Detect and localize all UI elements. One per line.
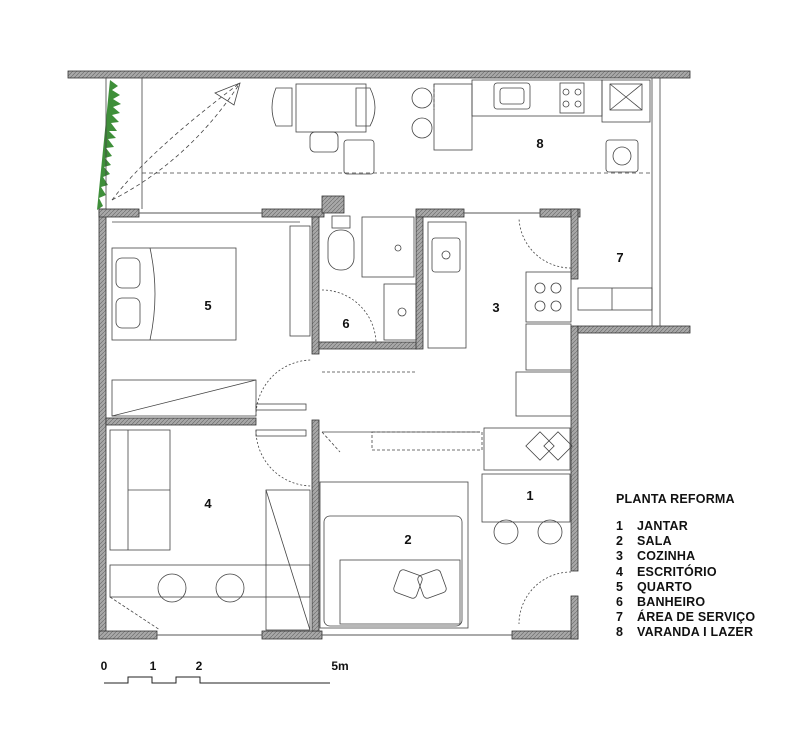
- room-label-6: 6: [342, 316, 349, 331]
- room-label-5: 5: [204, 298, 211, 313]
- legend-item-label: COZINHA: [637, 549, 696, 564]
- legend-item: 5 QUARTO: [616, 580, 755, 595]
- legend-item-number: 8: [616, 625, 624, 640]
- legend-item-label: VARANDA I LAZER: [637, 625, 754, 640]
- legend-item-number: 3: [616, 549, 624, 564]
- legend-item: 8 VARANDA I LAZER: [616, 625, 755, 640]
- windows: [139, 212, 540, 636]
- scale-tick-1: 1: [150, 659, 157, 673]
- legend-item-label: SALA: [637, 534, 672, 549]
- legend-item-label: BANHEIRO: [637, 594, 706, 609]
- scale-tick-0: 0: [101, 659, 108, 673]
- legend-item-number: 4: [616, 564, 624, 579]
- legend-item-label: ÁREA DE SERVIÇO: [637, 610, 756, 625]
- legend-item: 2 SALA: [616, 534, 755, 549]
- room-label-4: 4: [204, 496, 212, 511]
- legend-item-label: JANTAR: [637, 519, 688, 533]
- room-label-3: 3: [492, 300, 499, 315]
- room-label-7: 7: [616, 250, 623, 265]
- legend-item-label: QUARTO: [637, 579, 693, 594]
- legend-item: 3 COZINHA: [616, 549, 755, 564]
- legend-title: PLANTA REFORMA: [616, 492, 735, 506]
- legend-item-number: 1: [616, 519, 624, 533]
- legend-item-number: 6: [616, 594, 624, 609]
- walls: [67, 70, 691, 640]
- legend-item: 4 ESCRITÓRIO: [616, 565, 755, 580]
- room-label-2: 2: [404, 532, 411, 547]
- room-label-8: 8: [536, 136, 543, 151]
- legend-item-label: ESCRITÓRIO: [637, 564, 717, 579]
- scale-tick-2: 2: [196, 659, 203, 673]
- legend-item-number: 5: [616, 579, 624, 594]
- legend-item: 6 BANHEIRO: [616, 595, 755, 610]
- plants: [97, 80, 121, 210]
- legend-item-number: 2: [616, 534, 624, 549]
- scale-bar: 0 1 2 5m: [101, 659, 349, 684]
- legend-item-number: 7: [616, 610, 624, 625]
- fixtures: [105, 78, 661, 631]
- legend-item: 7 ÁREA DE SERVIÇO: [616, 610, 755, 625]
- scale-tick-5m: 5m: [331, 659, 348, 673]
- room-label-1: 1: [526, 488, 533, 503]
- legend-item: 1 JANTAR: [616, 519, 755, 534]
